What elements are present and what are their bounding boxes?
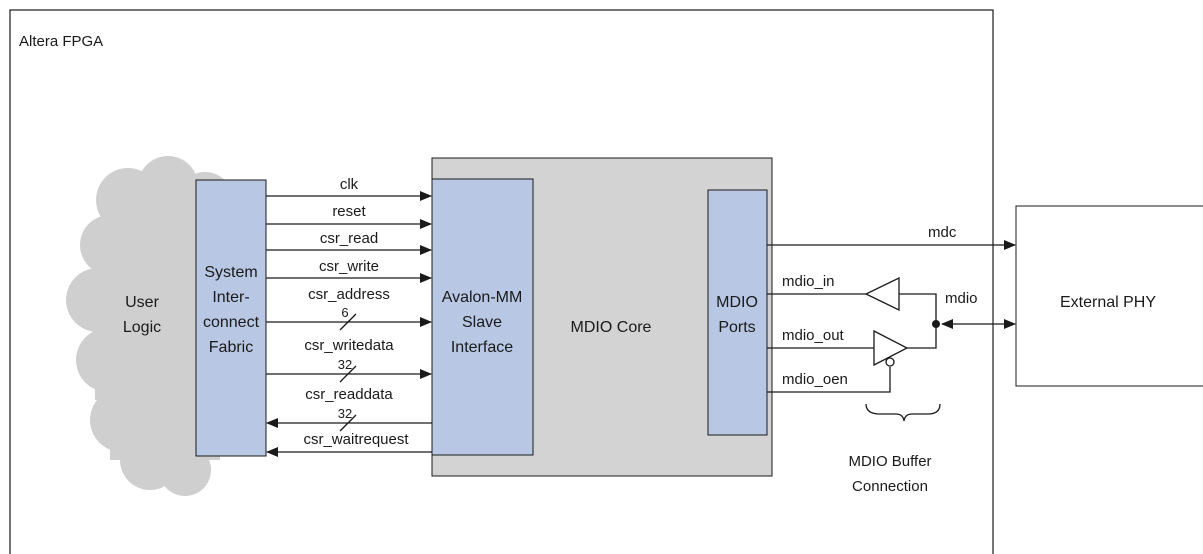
csr-address-width-slash — [339, 313, 357, 331]
ports-label-2: Ports — [718, 319, 755, 336]
buffer-connection-label-1: MDIO Buffer — [848, 453, 931, 470]
mdio-junction-dot — [932, 320, 940, 328]
reset-label: reset — [332, 203, 366, 220]
mdio-oen-label: mdio_oen — [782, 371, 848, 388]
csr-readdata-label: csr_readdata — [305, 386, 393, 403]
avalon-mm-slave-interface — [431, 178, 534, 456]
mdio-oen-inversion-bubble — [885, 357, 895, 367]
system-interconnect-fabric — [195, 179, 267, 457]
mdio-out-label: mdio_out — [782, 327, 845, 344]
ports-label-1: MDIO — [716, 294, 758, 311]
csr-write-label: csr_write — [319, 258, 379, 275]
fabric-label-3: connect — [203, 314, 260, 331]
csr-readdata-width: 32 — [338, 406, 352, 421]
fabric-label-2: Inter- — [212, 289, 249, 306]
slave-label-1: Avalon-MM — [442, 289, 523, 306]
csr-writedata-width-slash — [339, 365, 357, 383]
clk-label: clk — [340, 176, 359, 193]
user-logic-label-2: Logic — [123, 319, 161, 336]
csr-address-label: csr_address — [308, 286, 390, 303]
csr-waitrequest-label: csr_waitrequest — [303, 431, 409, 448]
mdio-core-label: MDIO Core — [571, 319, 652, 336]
mdio-label: mdio — [945, 290, 978, 307]
fabric-label-1: System — [204, 264, 257, 281]
csr-writedata-label: csr_writedata — [304, 337, 394, 354]
external-phy-label: External PHY — [1060, 294, 1156, 311]
slave-label-2: Slave — [462, 314, 502, 331]
mdio-out-buffer — [873, 329, 909, 367]
csr-address-width: 6 — [341, 305, 348, 320]
mdio-in-label: mdio_in — [782, 273, 835, 290]
external-phy — [1015, 205, 1203, 387]
mdio-out-feed — [907, 324, 937, 349]
fpga-title: Altera FPGA — [19, 33, 103, 50]
csr-read-label: csr_read — [320, 230, 378, 247]
buffer-connection-label-2: Connection — [852, 478, 928, 495]
mdio-ports — [707, 189, 768, 436]
mdio-in-feed — [899, 293, 937, 324]
csr-readdata-width-slash — [339, 414, 357, 432]
buffer-connection-brace — [865, 403, 941, 422]
mdc-label: mdc — [928, 224, 957, 241]
csr-writedata-width: 32 — [338, 357, 352, 372]
slave-label-3: Interface — [451, 339, 513, 356]
user-logic-label: User — [125, 294, 159, 311]
mdio-oen-signal — [767, 367, 891, 393]
fabric-label-4: Fabric — [209, 339, 253, 356]
